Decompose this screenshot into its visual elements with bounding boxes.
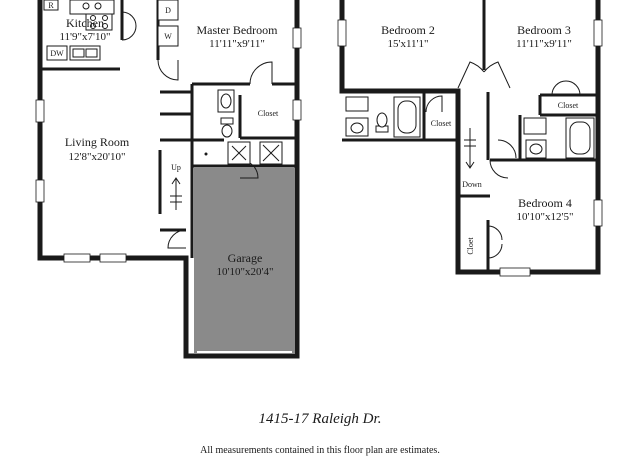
second-floor: Closet Closet Down Cloet Bedroom 2 15'x1… [337, 0, 603, 277]
window [593, 19, 603, 47]
bedroom3-dims: 11'11"x9'11" [516, 38, 572, 50]
door-swing [167, 229, 187, 249]
property-address: 1415-17 Raleigh Dr. [258, 411, 382, 427]
dryer-label: D [165, 6, 171, 15]
door-swing [497, 139, 517, 159]
kitchen-name: Kitchen [66, 16, 104, 30]
garage-dims: 10'10"x20'4" [217, 266, 274, 278]
door-swing [483, 61, 511, 89]
vanity [345, 117, 369, 137]
door-swing [457, 61, 485, 89]
window [337, 19, 347, 47]
bedroom2-dims: 15'x11'1" [387, 38, 428, 50]
floor-plan: R DW D W [35, 0, 603, 359]
first-floor: R DW D W [35, 0, 302, 359]
master-closet-label: Closet [258, 109, 279, 118]
living-room-name: Living Room [65, 135, 130, 149]
dishwasher [46, 45, 68, 61]
master-bedroom-dims: 11'11"x9'11" [209, 38, 265, 50]
window [593, 199, 603, 227]
living-room-dims: 12'8"x20'10" [69, 151, 126, 163]
door-swing [425, 95, 443, 113]
kitchen-sink [69, 45, 101, 61]
master-bedroom-name: Master Bedroom [197, 23, 279, 37]
refrigerator [43, 0, 59, 11]
bathroom-sink [345, 96, 369, 112]
kitchen-dims: 11'9"x7'10" [59, 31, 110, 43]
window [499, 267, 531, 277]
dishwasher-label: DW [50, 49, 64, 58]
bedroom2-name: Bedroom 2 [381, 23, 435, 37]
door-swing [551, 80, 567, 96]
window [292, 99, 302, 121]
refrigerator-label: R [48, 1, 54, 10]
washer-label: W [164, 32, 172, 41]
washer [157, 25, 179, 47]
bathroom-sink [217, 89, 235, 113]
bedroom4-name: Bedroom 4 [518, 196, 572, 210]
garage-floor [194, 168, 295, 354]
dryer [157, 0, 179, 21]
window [35, 99, 45, 123]
door-swing [489, 159, 509, 179]
window [35, 179, 45, 203]
toilet-area [523, 117, 547, 135]
door-swing [249, 61, 273, 85]
door-swing [157, 59, 179, 81]
first-floor-outer-wall [37, 0, 300, 359]
kitchen-counter [69, 0, 115, 15]
second-floor-outer-wall [339, 0, 601, 275]
bedroom4-dims: 10'10"x12'5" [517, 211, 574, 223]
bedroom3-name: Bedroom 3 [517, 23, 571, 37]
toilet [220, 117, 234, 125]
stairs-down-label: Down [462, 180, 482, 189]
window [99, 253, 127, 263]
bathroom-sink [525, 139, 547, 159]
measurement-disclaimer: All measurements contained in this floor… [200, 445, 440, 456]
window [292, 27, 302, 49]
bedroom4-closet-label: Cloet [466, 237, 475, 255]
stairs-up-label: Up [171, 163, 181, 172]
bathtub [565, 117, 595, 159]
window [63, 253, 91, 263]
hall-closet-label: Closet [431, 119, 452, 128]
door-swing [487, 225, 503, 241]
stove [85, 13, 113, 31]
garage-name: Garage [228, 251, 263, 265]
bedroom3-closet-label: Closet [558, 101, 579, 110]
